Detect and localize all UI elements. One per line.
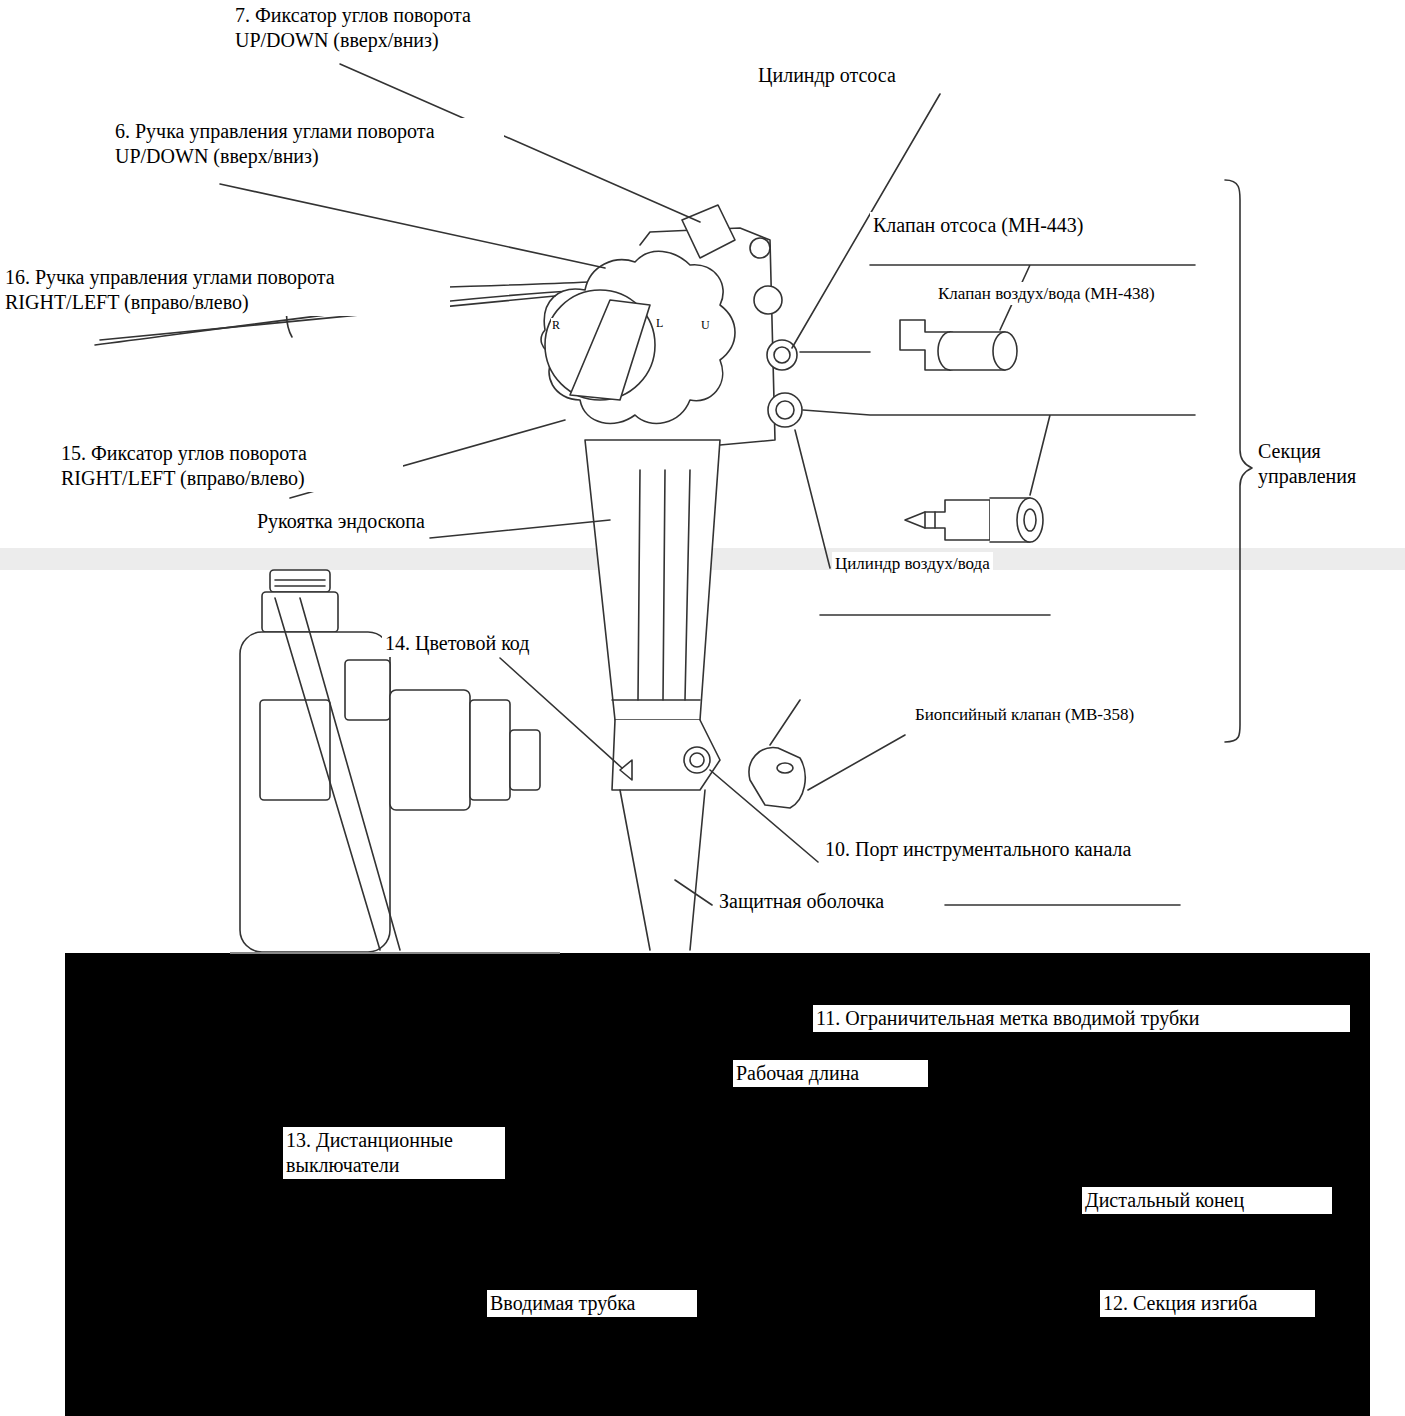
color-code	[620, 760, 632, 780]
biopsy-valve	[749, 748, 805, 808]
callout-label: 12. Секция изгиба	[1100, 1290, 1315, 1317]
callout-label: 6. Ручка управления углами поворота UP/D…	[112, 118, 504, 170]
callout-label: Дистальный конец	[1082, 1187, 1332, 1214]
callout-label: Клапан отсоса (MH-443)	[870, 212, 1087, 239]
up-down-lock	[682, 205, 735, 258]
air-water-valve	[1017, 498, 1043, 542]
air-water-valve	[925, 512, 935, 528]
leader-line	[770, 700, 905, 790]
callout-label: Цилиндр воздух/вода	[832, 552, 993, 575]
biopsy-port	[684, 747, 710, 773]
knob-marking: L	[655, 316, 664, 331]
callout-label: Клапан воздух/вода (MH-438)	[935, 282, 1158, 305]
connector-body	[240, 632, 390, 952]
grip	[585, 440, 720, 720]
section-bracket	[1225, 180, 1252, 742]
angulation-knob	[541, 251, 735, 423]
air-water-valve	[1024, 509, 1036, 531]
callout-label: Биопсийный клапан (MB-358)	[912, 703, 1137, 726]
callout-label: 16. Ручка управления углами поворота RIG…	[2, 264, 450, 316]
connector	[345, 660, 390, 720]
callout-label: 7. Фиксатор углов поворота UP/DOWN (ввер…	[232, 2, 550, 54]
callout-label: Цилиндр отсоса	[755, 62, 899, 89]
suction-valve	[993, 332, 1017, 370]
callout-label: Защитная оболочка	[716, 888, 887, 915]
connector	[470, 700, 510, 800]
suction-cylinder	[767, 340, 797, 370]
leader-line	[803, 410, 1195, 495]
callout-label: Рукоятка эндоскопа	[254, 508, 428, 535]
leader-line	[710, 770, 818, 862]
callout-label: 15. Фиксатор углов поворота RIGHT/LEFT (…	[58, 440, 403, 492]
connector	[275, 580, 325, 586]
callout-label: 14. Цветовой код	[382, 630, 532, 657]
leader-line	[800, 265, 1195, 352]
knob-marking: R	[551, 318, 561, 333]
black-panel	[65, 953, 1370, 1416]
callout-label: 10. Порт инструментального канала	[822, 836, 1134, 863]
connector	[390, 690, 470, 810]
remote-button	[754, 286, 782, 314]
remote-button	[750, 238, 770, 258]
neck	[612, 720, 720, 790]
leader-line	[500, 658, 622, 768]
biopsy-valve	[777, 763, 793, 773]
biopsy-port	[690, 753, 704, 767]
air-water-valve	[905, 500, 990, 540]
connector	[270, 570, 330, 592]
callout-label: Вводимая трубка	[487, 1290, 697, 1317]
air-water-cylinder	[776, 401, 794, 419]
leader-line	[795, 430, 1050, 615]
connector	[260, 700, 330, 800]
callout-label: 11. Ограничительная метка вводимой трубк…	[813, 1005, 1350, 1032]
grip-grooves	[638, 470, 690, 700]
callout-label: Рабочая длина	[733, 1060, 928, 1087]
air-water-cylinder	[768, 393, 802, 427]
leader-line	[430, 520, 610, 538]
scan-edge	[230, 952, 560, 954]
connector	[510, 730, 540, 790]
neck	[612, 699, 700, 701]
leader-line	[220, 184, 605, 268]
callout-label: Секция управления	[1255, 438, 1390, 490]
suction-cylinder	[774, 347, 790, 363]
knob-marking: U	[700, 318, 711, 333]
right-left-knob	[545, 290, 655, 400]
right-left-lock	[570, 300, 650, 400]
callout-label: 13. Дистанционные выключатели	[283, 1127, 505, 1179]
boot	[620, 790, 705, 950]
